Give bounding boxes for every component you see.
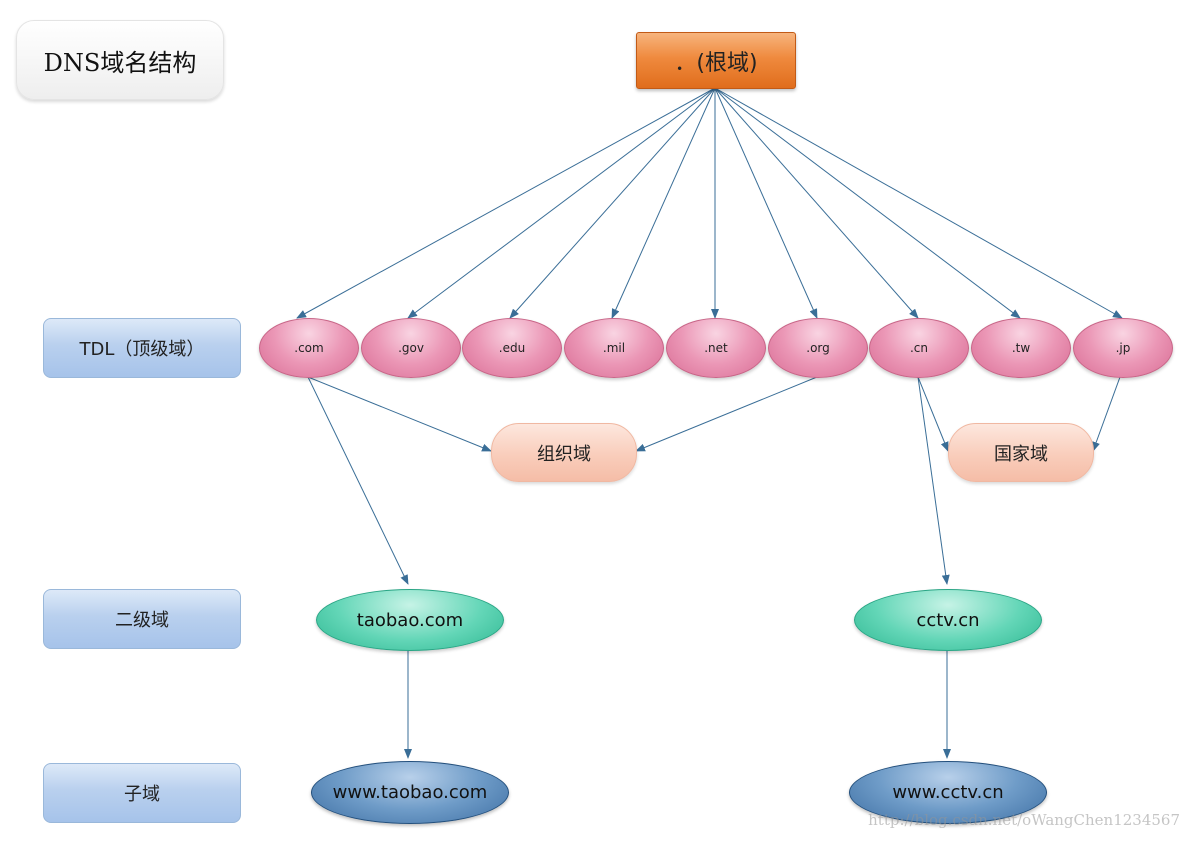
arrow-com-to-organization <box>307 376 492 452</box>
level-label-tld: TDL（顶级域） <box>43 318 241 378</box>
subdomain-node-www-cctv: www.cctv.cn <box>849 761 1047 824</box>
tld-node-mil: .mil <box>564 318 664 378</box>
diagram-title: DNS域名结构 <box>16 20 224 100</box>
arrow-org-to-organization <box>635 376 818 452</box>
tld-node-com: .com <box>259 318 359 378</box>
second-level-node-taobao: taobao.com <box>316 589 504 651</box>
tld-node-cn: .cn <box>869 318 969 378</box>
tld-node-edu: .edu <box>462 318 562 378</box>
second-level-node-cctv: cctv.cn <box>854 589 1042 651</box>
arrow-root-to-org <box>714 87 818 319</box>
arrow-jp-to-country <box>1092 376 1121 452</box>
arrow-root-to-gov <box>407 87 716 319</box>
tld-node-net: .net <box>666 318 766 378</box>
organization-domain-node: 组织域 <box>491 423 637 482</box>
arrow-root-to-jp <box>714 87 1123 319</box>
arrow-root-to-tw <box>714 87 1021 319</box>
subdomain-node-www-taobao: www.taobao.com <box>311 761 509 824</box>
arrow-cn-to-cctv <box>917 376 950 585</box>
arrow-root-to-edu <box>509 87 716 319</box>
root-domain-node: ．(根域) <box>636 32 796 89</box>
level-label-sub: 子域 <box>43 763 241 823</box>
arrow-root-to-mil <box>611 87 716 319</box>
arrow-com-to-taobao <box>307 376 409 585</box>
tld-node-jp: .jp <box>1073 318 1173 378</box>
arrow-root-to-cn <box>714 87 919 319</box>
arrow-root-to-com <box>296 87 716 319</box>
tld-node-tw: .tw <box>971 318 1071 378</box>
arrow-cn-to-country <box>917 376 949 452</box>
level-label-second: 二级域 <box>43 589 241 649</box>
tld-node-org: .org <box>768 318 868 378</box>
tld-node-gov: .gov <box>361 318 461 378</box>
watermark-url: http://blog.csdn.net/oWangChen1234567 <box>868 811 1180 829</box>
country-domain-node: 国家域 <box>948 423 1094 482</box>
